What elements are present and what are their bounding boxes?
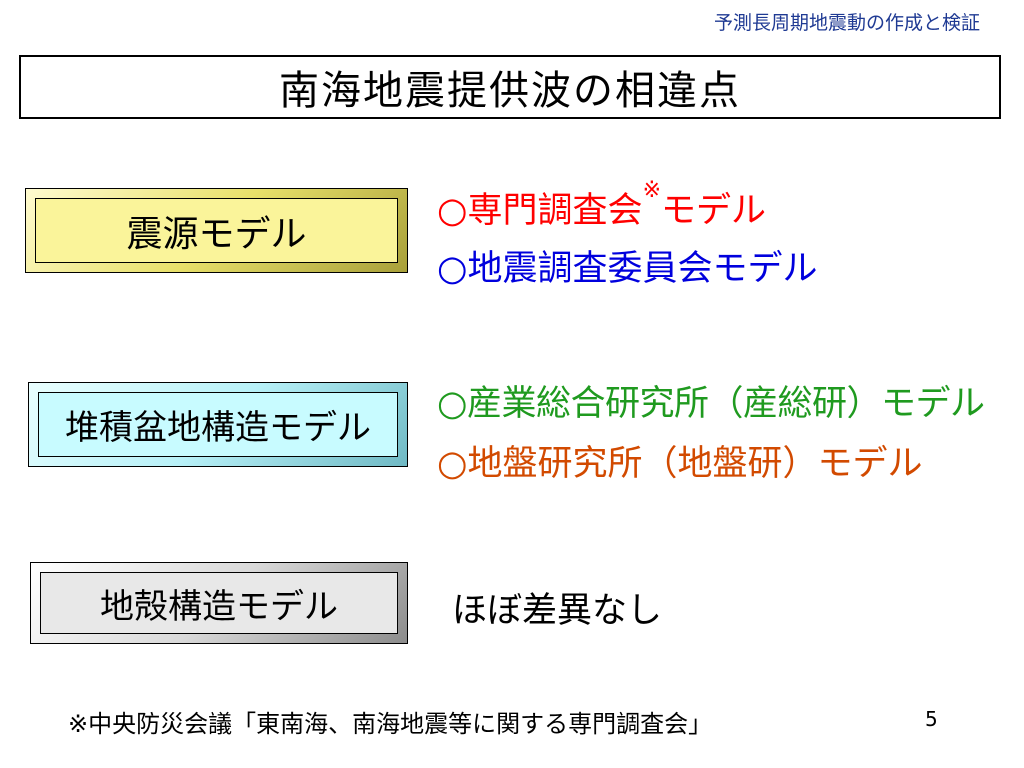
source-item-1-suffix: モデル	[661, 191, 767, 231]
circle-mark: ○	[437, 249, 468, 289]
slide-title-text: 南海地震提供波の相違点	[279, 68, 741, 114]
circle-mark: ○	[437, 444, 468, 484]
crust-model-label: 地殻構造モデル	[40, 572, 398, 634]
basin-item-1: ○産業総合研究所（産総研）モデル	[437, 375, 985, 426]
crust-model-box: 地殻構造モデル	[30, 562, 408, 644]
source-item-1-text: 専門調査会	[467, 191, 643, 231]
basin-item-2: ○地盤研究所（地盤研）モデル	[437, 435, 923, 486]
crust-item-1-text: ほぼ差異なし	[452, 591, 663, 631]
circle-mark: ○	[437, 384, 468, 424]
slide-title: 南海地震提供波の相違点	[19, 55, 1001, 119]
basin-model-box: 堆積盆地構造モデル	[28, 382, 408, 467]
source-item-1: ○専門調査会※モデル	[437, 178, 767, 233]
source-item-2: ○地震調査委員会モデル	[437, 240, 818, 291]
basin-item-1-text: 産業総合研究所（産総研）モデル	[467, 384, 985, 424]
slide-header: 予測長周期地震動の作成と検証	[713, 12, 980, 34]
crust-item-1: ほぼ差異なし	[452, 582, 662, 633]
footnote-mark: ※	[642, 178, 661, 203]
basin-item-2-text: 地盤研究所（地盤研）モデル	[467, 444, 923, 484]
source-item-2-text: 地震調査委員会モデル	[467, 249, 818, 289]
circle-mark: ○	[437, 191, 468, 231]
page-number: 5	[925, 707, 938, 731]
basin-model-label: 堆積盆地構造モデル	[38, 392, 398, 457]
source-model-label: 震源モデル	[35, 198, 398, 263]
footnote: ※中央防災会議「東南海、南海地震等に関する専門調査会」	[68, 710, 713, 738]
source-model-box: 震源モデル	[25, 188, 408, 273]
